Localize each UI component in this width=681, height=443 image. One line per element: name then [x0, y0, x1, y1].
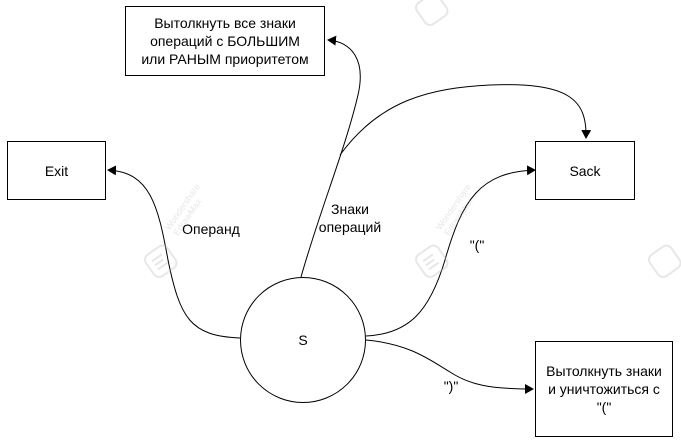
edrawmax-watermark: Wondershare EdrawMax — [408, 182, 475, 286]
edge-s-to-pop-destroy — [365, 339, 534, 394]
edrawmax-watermark: Wondershare EdrawMax — [137, 182, 204, 286]
edrawmax-logo-icon — [414, 244, 449, 279]
edge-s-to-exit — [107, 165, 241, 339]
edrawmax-logo-icon — [143, 244, 178, 279]
node-exit[interactable]: Exit — [7, 141, 106, 200]
edge-label-open-paren: "(" — [469, 237, 485, 253]
node-pop-higher-priority[interactable]: Вытолкнуть все знаки операций с БОЛЬШИМ … — [125, 6, 325, 76]
edge-label-close-paren: ")" — [443, 378, 459, 394]
node-sack[interactable]: Sack — [535, 141, 635, 200]
edrawmax-logo-icon — [647, 244, 681, 279]
edrawmax-watermark — [408, 0, 462, 34]
edge-label-operand: Операнд — [182, 221, 240, 237]
edge-s-to-sack — [365, 165, 536, 337]
edrawmax-logo-icon — [414, 0, 449, 27]
edge-label-operators: Знаки операций — [318, 201, 382, 235]
node-pop-and-destroy[interactable]: Вытолкнуть знаки и уничтожиться с "(" — [535, 341, 673, 437]
edge-operators-to-sack — [339, 84, 592, 156]
edrawmax-watermark — [641, 232, 681, 286]
edge-s-to-pop-higher — [300, 35, 361, 278]
node-state-s[interactable]: S — [240, 277, 366, 403]
